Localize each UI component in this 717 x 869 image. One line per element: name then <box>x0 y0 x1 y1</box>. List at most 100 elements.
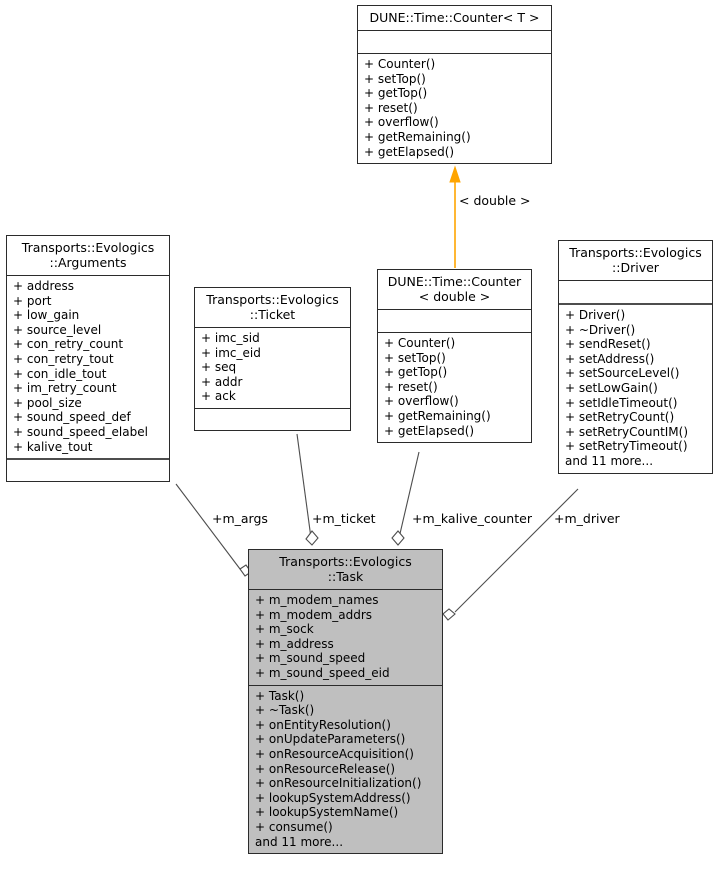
class-member: + setTop() <box>364 71 426 86</box>
class-member: + getElapsed() <box>384 423 475 438</box>
class-methods-section <box>195 409 350 430</box>
class-member: + imc_eid <box>201 345 261 360</box>
class-member: + getTop() <box>364 86 428 101</box>
class-member: + onUpdateParameters() <box>255 732 406 747</box>
class-member: + m_modem_addrs <box>255 607 373 622</box>
class-member: + m_modem_names <box>255 593 379 607</box>
class-member: + im_retry_count <box>13 381 117 396</box>
class-methods-section: + Task() + ~Task() + onEntityResolution(… <box>249 686 442 854</box>
class-member: + ack <box>201 389 236 404</box>
class-member: + setIdleTimeout() <box>565 395 678 410</box>
class-member: and 11 more... <box>255 834 344 849</box>
class-member: + Counter() <box>364 57 436 71</box>
class-member: + reset() <box>364 100 418 115</box>
class-box-arguments[interactable]: Transports::Evologics ::Arguments + addr… <box>6 235 170 483</box>
divider <box>358 30 551 31</box>
class-member: + con_retry_count <box>13 337 124 352</box>
class-box-counter-double[interactable]: DUNE::Time::Counter < double > + Counter… <box>377 269 532 444</box>
class-member: + setRetryCount() <box>565 410 675 425</box>
divider <box>195 407 350 409</box>
divider <box>249 589 442 590</box>
class-member: + address <box>13 279 75 293</box>
class-member: + onResourceAcquisition() <box>255 746 414 761</box>
class-member: + getRemaining() <box>384 408 491 423</box>
class-member: + setSourceLevel() <box>565 366 680 381</box>
class-member: and 11 more... <box>565 453 654 468</box>
edge-aggregation-m-ticket <box>296 433 319 546</box>
class-member: + m_sock <box>255 622 314 637</box>
class-attributes-section <box>378 310 531 332</box>
class-member: + seq <box>201 360 237 375</box>
class-methods-section: + Driver() + ~Driver() + sendReset() + s… <box>559 305 712 473</box>
edge-label-m-args: +m_args <box>212 511 268 526</box>
divider <box>195 327 350 328</box>
class-member: + addr <box>201 374 243 389</box>
edge-label-m-kalive-counter: +m_kalive_counter <box>412 511 532 526</box>
divider <box>358 53 551 54</box>
divider <box>249 684 442 686</box>
divider <box>7 275 169 276</box>
class-member: + setTop() <box>384 350 446 365</box>
class-title: Transports::Evologics ::Arguments <box>21 240 155 270</box>
class-box-task[interactable]: Transports::Evologics ::Task + m_modem_n… <box>248 549 443 855</box>
class-member: + overflow() <box>384 394 459 409</box>
class-methods-section: + Counter() + setTop() + getTop() + rese… <box>378 333 531 442</box>
class-member: + con_idle_tout <box>13 366 107 381</box>
class-box-counter-t[interactable]: DUNE::Time::Counter< T > + Counter() + s… <box>357 5 552 165</box>
class-member: + sound_speed_elabel <box>13 424 148 439</box>
class-title: Transports::Evologics ::Driver <box>569 245 702 275</box>
class-member: + m_address <box>255 636 334 651</box>
class-member: + setAddress() <box>565 351 655 366</box>
class-box-driver[interactable]: Transports::Evologics ::Driver + Driver(… <box>558 240 713 474</box>
divider <box>7 458 169 461</box>
class-title: DUNE::Time::Counter < double > <box>387 274 522 304</box>
class-methods-section <box>7 460 169 481</box>
class-member: + ~Task() <box>255 703 315 718</box>
class-member: + getRemaining() <box>364 129 471 144</box>
class-member: + sendReset() <box>565 337 651 352</box>
class-member: + reset() <box>384 379 438 394</box>
edge-label-m-driver: +m_driver <box>554 511 620 526</box>
class-attributes-section: + address + port + low_gain + source_lev… <box>7 276 169 458</box>
divider <box>378 332 531 333</box>
class-member: + ~Driver() <box>565 322 636 337</box>
edge-label-m-ticket: +m_ticket <box>312 511 376 526</box>
class-member: + onResourceInitialization() <box>255 776 422 791</box>
divider <box>559 280 712 281</box>
class-member: + overflow() <box>364 115 439 130</box>
class-member: + imc_sid <box>201 331 260 345</box>
edge-aggregation-m-kalive-counter <box>391 451 420 546</box>
divider <box>559 303 712 305</box>
class-member: + lookupSystemName() <box>255 805 399 820</box>
edge-label-inheritance-double: < double > <box>459 193 531 208</box>
class-title: Transports::Evologics ::Task <box>279 554 412 584</box>
class-member: + port <box>13 293 52 308</box>
class-attributes-section <box>559 281 712 303</box>
edge-aggregation-m-args <box>175 483 252 577</box>
divider <box>378 309 531 310</box>
class-member: + onResourceRelease() <box>255 761 396 776</box>
edge-aggregation-m-driver <box>442 488 579 621</box>
class-box-ticket[interactable]: Transports::Evologics ::Ticket + imc_sid… <box>194 287 351 431</box>
class-title: DUNE::Time::Counter< T > <box>369 10 540 25</box>
class-member: + consume() <box>255 819 333 834</box>
class-member: + con_retry_tout <box>13 351 114 366</box>
class-attributes-section: + m_modem_names + m_modem_addrs + m_sock… <box>249 590 442 685</box>
class-member: + setLowGain() <box>565 380 658 395</box>
class-member: + Driver() <box>565 308 626 322</box>
class-attributes-section <box>358 31 551 53</box>
class-member: + getTop() <box>384 365 448 380</box>
class-member: + onEntityResolution() <box>255 717 391 732</box>
class-member: + pool_size <box>13 395 82 410</box>
class-methods-section: + Counter() + setTop() + getTop() + rese… <box>358 54 551 163</box>
class-title: Transports::Evologics ::Ticket <box>206 292 339 322</box>
class-member: + Task() <box>255 688 305 703</box>
class-member: + sound_speed_def <box>13 410 131 425</box>
class-member: + Counter() <box>384 336 456 350</box>
class-attributes-section: + imc_sid + imc_eid + seq + addr + ack <box>195 328 350 408</box>
class-member: + lookupSystemAddress() <box>255 790 411 805</box>
class-member: + m_sound_speed <box>255 651 366 666</box>
class-member: + getElapsed() <box>364 144 455 159</box>
class-member: + setRetryCountIM() <box>565 424 689 439</box>
